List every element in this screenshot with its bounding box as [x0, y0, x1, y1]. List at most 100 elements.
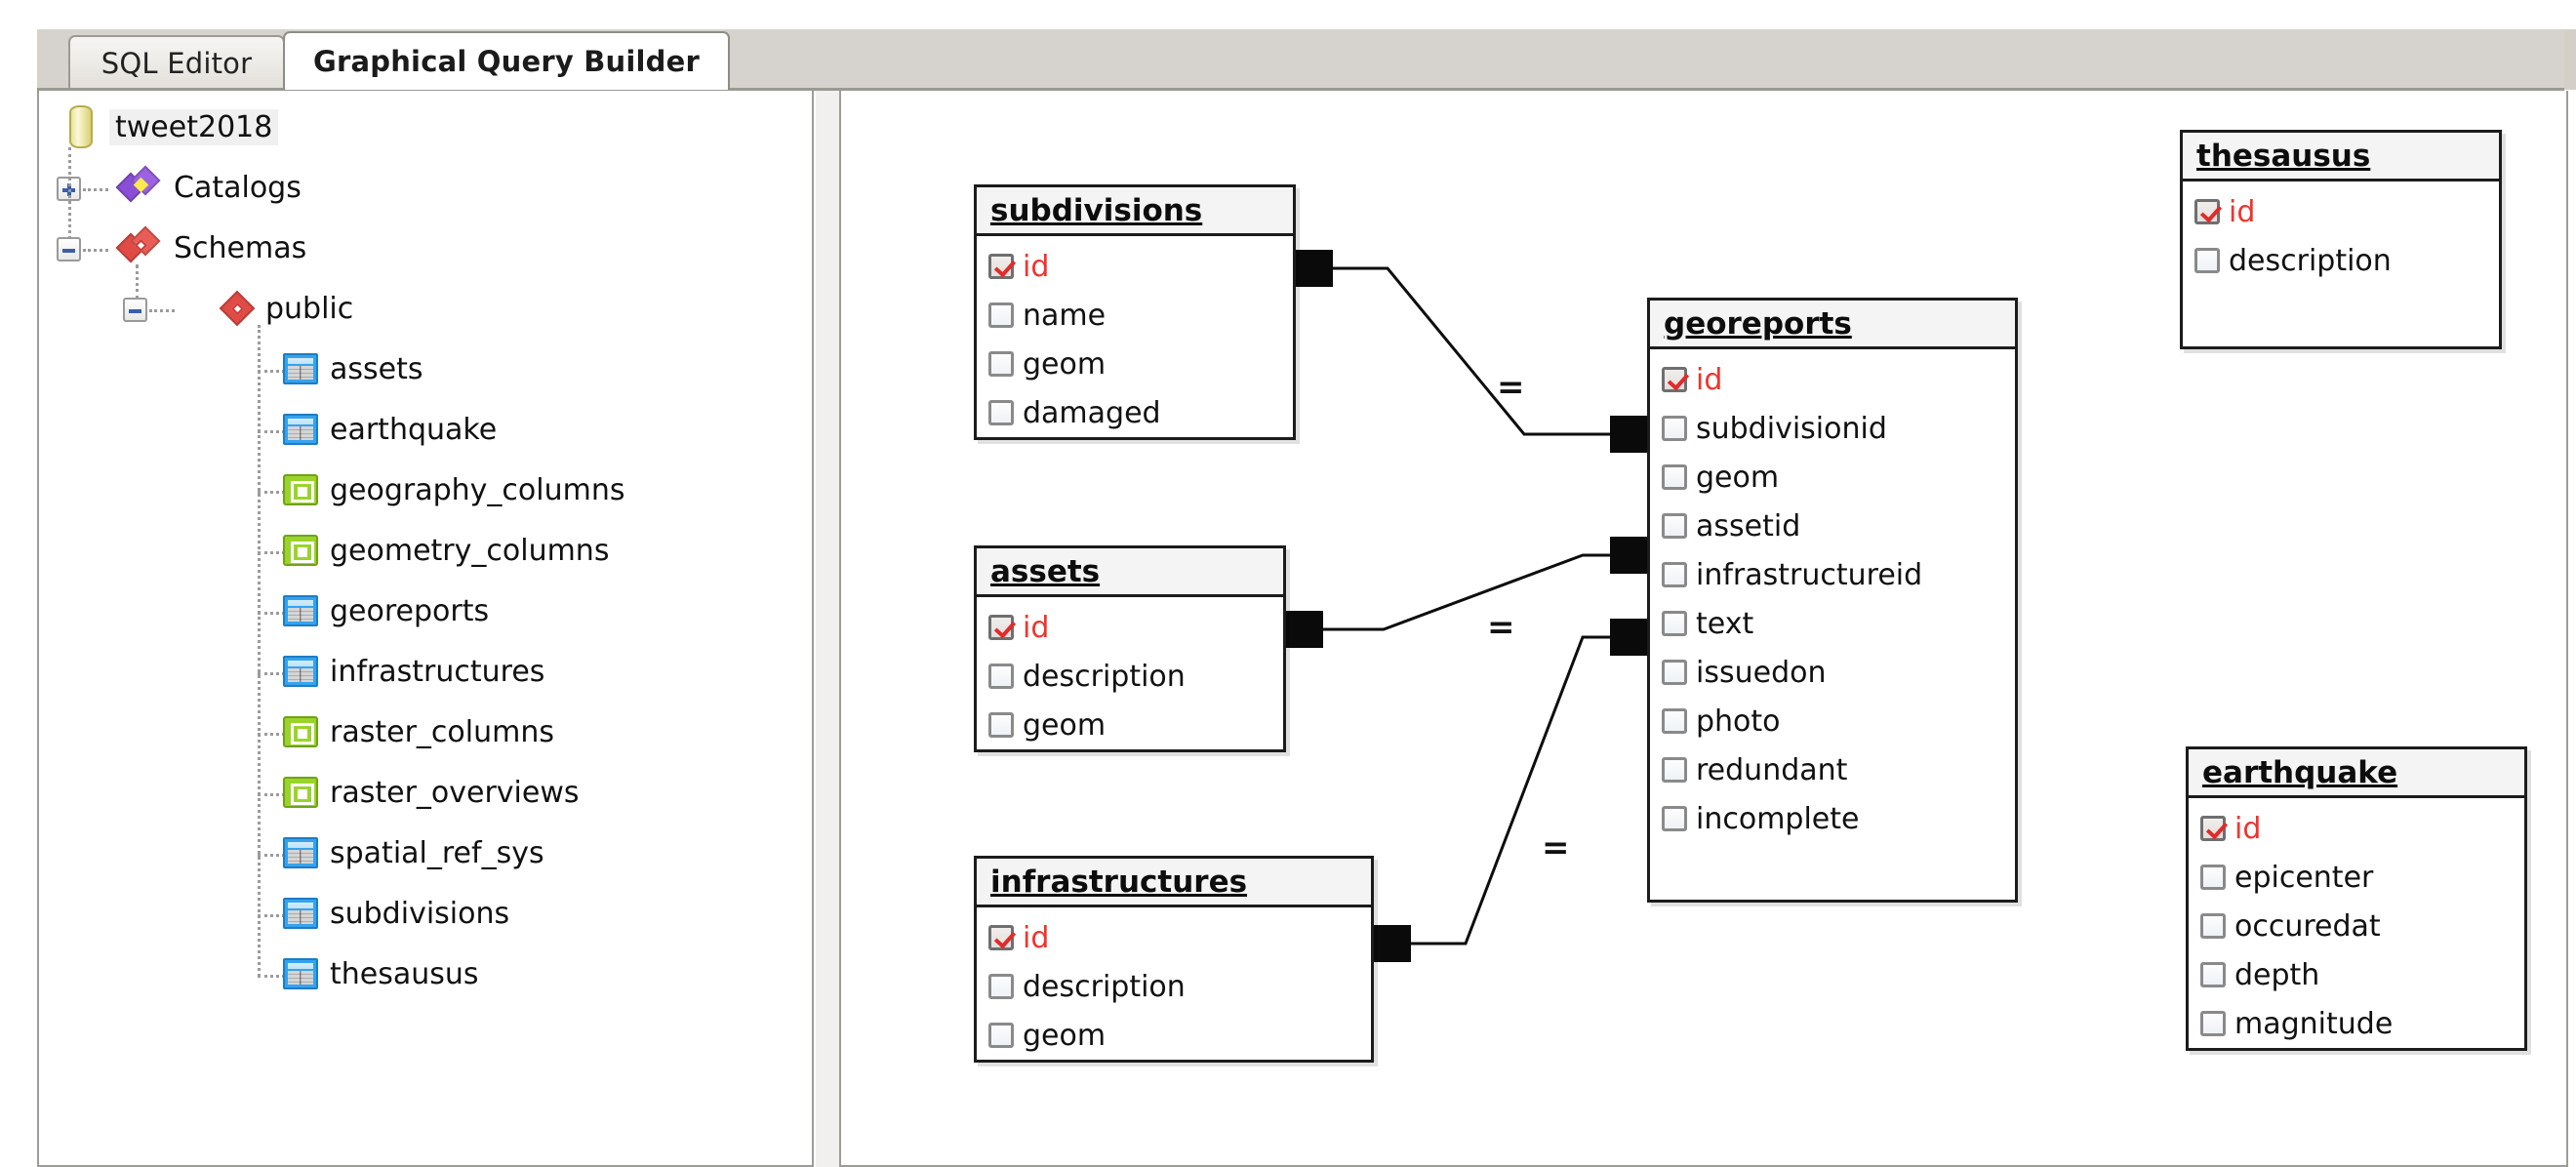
er-field-geom[interactable]: geom	[977, 340, 1293, 388]
field-checkbox-name[interactable]	[988, 302, 1014, 328]
table-icon	[283, 656, 318, 687]
er-field-geom[interactable]: geom	[977, 1011, 1371, 1060]
field-checkbox-damaged[interactable]	[988, 400, 1014, 425]
tree-item-thesausus[interactable]: thesausus	[283, 951, 479, 996]
er-field-name[interactable]: name	[977, 291, 1293, 340]
join-anchor-assets-id[interactable]	[1286, 611, 1323, 648]
field-checkbox-infrastructureid[interactable]	[1662, 562, 1687, 587]
field-checkbox-photo[interactable]	[1662, 708, 1687, 734]
field-checkbox-id[interactable]	[2194, 199, 2220, 224]
tree-item-geography-columns[interactable]: geography_columns	[283, 467, 625, 512]
field-checkbox-id[interactable]	[988, 254, 1014, 279]
er-field-assetid[interactable]: assetid	[1650, 502, 2015, 550]
field-checkbox-text[interactable]	[1662, 611, 1687, 636]
er-field-description[interactable]: description	[977, 962, 1371, 1011]
tree-item-catalogs[interactable]: Catalogs	[115, 165, 302, 210]
field-checkbox-depth[interactable]	[2200, 962, 2226, 987]
er-field-id[interactable]: id	[977, 242, 1293, 291]
er-field-photo[interactable]: photo	[1650, 697, 2015, 745]
tree-item-raster-columns[interactable]: raster_columns	[283, 709, 554, 754]
field-checkbox-epicenter[interactable]	[2200, 865, 2226, 890]
field-checkbox-id[interactable]	[988, 925, 1014, 950]
er-field-damaged[interactable]: damaged	[977, 388, 1293, 437]
join-anchor-georeports-infrastructureid[interactable]	[1610, 619, 1647, 656]
tree-item-infrastructures[interactable]: infrastructures	[283, 649, 544, 694]
field-checkbox-description[interactable]	[2194, 248, 2220, 273]
er-field-redundant[interactable]: redundant	[1650, 745, 2015, 794]
tab-graphical-query-builder[interactable]: Graphical Query Builder	[283, 31, 730, 90]
er-field-id[interactable]: id	[977, 913, 1371, 962]
join-anchor-infrastructures-id[interactable]	[1374, 925, 1411, 962]
er-field-magnitude[interactable]: magnitude	[2189, 999, 2524, 1048]
er-field-id[interactable]: id	[977, 603, 1283, 652]
er-field-occuredat[interactable]: occuredat	[2189, 902, 2524, 950]
field-checkbox-incomplete[interactable]	[1662, 806, 1687, 831]
er-table-thesausus[interactable]: thesausus id description	[2180, 130, 2502, 349]
er-field-id[interactable]: id	[2183, 187, 2499, 236]
er-field-issuedon[interactable]: issuedon	[1650, 648, 2015, 697]
er-field-description[interactable]: description	[977, 652, 1283, 701]
er-field-text[interactable]: text	[1650, 599, 2015, 648]
tree-expander-public[interactable]	[123, 298, 147, 322]
er-field-geom[interactable]: geom	[1650, 453, 2015, 502]
join-anchor-georeports-assetid[interactable]	[1610, 537, 1647, 574]
tree-guide-line	[258, 914, 302, 917]
er-field-list: id description	[2183, 181, 2499, 289]
er-field-subdivisionid[interactable]: subdivisionid	[1650, 404, 2015, 453]
tree-item-public[interactable]: public	[219, 286, 353, 331]
field-checkbox-issuedon[interactable]	[1662, 660, 1687, 685]
field-checkbox-geom[interactable]	[988, 1023, 1014, 1048]
field-checkbox-id[interactable]	[2200, 816, 2226, 841]
schema-diamond-icon	[219, 290, 256, 327]
er-field-label: id	[2229, 194, 2256, 229]
tree-expander-schemas[interactable]	[57, 237, 81, 262]
tree-item-georeports[interactable]: georeports	[283, 588, 489, 633]
panel-splitter[interactable]	[816, 91, 839, 1167]
tree-item-geometry-columns[interactable]: geometry_columns	[283, 528, 609, 573]
field-checkbox-description[interactable]	[988, 664, 1014, 689]
tree-item-spatial-ref-sys[interactable]: spatial_ref_sys	[283, 830, 544, 875]
tree-item-tweet2018[interactable]: tweet2018	[64, 104, 279, 149]
tree-guide-line	[258, 733, 302, 736]
field-checkbox-geom[interactable]	[988, 351, 1014, 377]
tab-sql-editor[interactable]: SQL Editor	[68, 35, 285, 90]
field-checkbox-id[interactable]	[988, 615, 1014, 640]
tree-item-subdivisions[interactable]: subdivisions	[283, 891, 509, 936]
field-checkbox-magnitude[interactable]	[2200, 1011, 2226, 1036]
er-field-id[interactable]: id	[2189, 804, 2524, 853]
er-field-geom[interactable]: geom	[977, 701, 1283, 749]
tree-item-schemas[interactable]: Schemas	[115, 225, 306, 270]
er-table-title: thesausus	[2183, 133, 2499, 181]
er-field-description[interactable]: description	[2183, 236, 2499, 285]
field-checkbox-occuredat[interactable]	[2200, 913, 2226, 939]
er-field-label: description	[1023, 659, 1186, 694]
join-anchor-georeports-subdivisionid[interactable]	[1610, 416, 1647, 453]
join-anchor-subdivisions-id[interactable]	[1296, 250, 1333, 287]
tree-guide-line	[83, 249, 108, 252]
er-field-epicenter[interactable]: epicenter	[2189, 853, 2524, 902]
view-icon	[283, 535, 318, 566]
field-checkbox-geom[interactable]	[1662, 464, 1687, 490]
er-field-incomplete[interactable]: incomplete	[1650, 794, 2015, 843]
tree-item-earthquake[interactable]: earthquake	[283, 407, 497, 452]
er-field-id[interactable]: id	[1650, 355, 2015, 404]
table-icon	[283, 898, 318, 929]
field-checkbox-geom[interactable]	[988, 712, 1014, 738]
field-checkbox-id[interactable]	[1662, 367, 1687, 392]
field-checkbox-assetid[interactable]	[1662, 513, 1687, 539]
tree-item-label: geography_columns	[330, 472, 625, 507]
field-checkbox-redundant[interactable]	[1662, 757, 1687, 783]
tree-item-label: assets	[330, 351, 423, 386]
field-checkbox-subdivisionid[interactable]	[1662, 416, 1687, 441]
tree-item-raster-overviews[interactable]: raster_overviews	[283, 770, 580, 815]
er-field-depth[interactable]: depth	[2189, 950, 2524, 999]
tree-item-assets[interactable]: assets	[283, 346, 423, 391]
er-field-infrastructureid[interactable]: infrastructureid	[1650, 550, 2015, 599]
field-checkbox-description[interactable]	[988, 974, 1014, 999]
